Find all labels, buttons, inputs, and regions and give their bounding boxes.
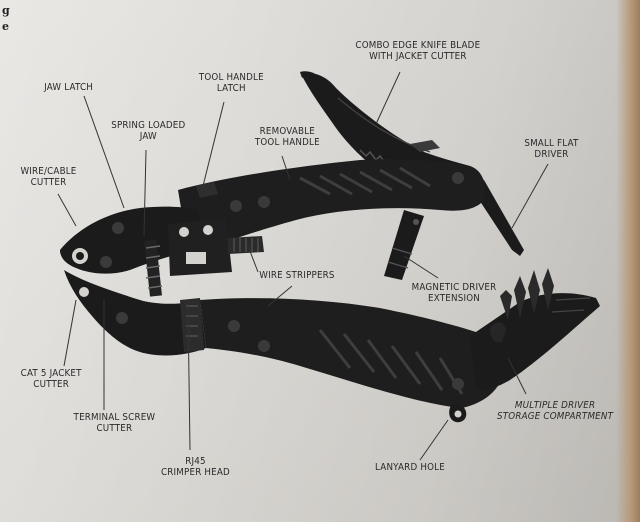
label-combo-edge-knife-blade: COMBO EDGE KNIFE BLADE WITH JACKET CUTTE…	[355, 40, 481, 62]
leader-cat5	[63, 299, 77, 367]
leader-combo-edge	[375, 71, 401, 125]
leader-magnetic-driver	[403, 255, 439, 279]
lower-handle	[200, 298, 504, 423]
leader-lanyard-hole	[419, 419, 449, 461]
leader-storage	[507, 357, 527, 395]
margin-text-1: g	[2, 4, 10, 17]
background-edge	[616, 0, 640, 522]
leader-small-flat-driver	[511, 163, 549, 229]
leader-spring-loaded-jaw	[143, 149, 147, 237]
leader-jaw-latch	[83, 95, 125, 209]
label-wire-cable-cutter: WIRE/CABLE CUTTER	[20, 166, 77, 188]
label-spring-loaded-jaw: SPRING LOADED JAW	[111, 120, 186, 142]
driver-storage-compartment	[470, 268, 600, 390]
label-removable-tool-handle: REMOVABLE TOOL HANDLE	[254, 126, 320, 148]
margin-text-2: e	[2, 20, 9, 33]
label-tool-handle-latch: TOOL HANDLE LATCH	[198, 72, 264, 94]
wire-stripper-block	[168, 218, 264, 276]
spring	[144, 239, 163, 297]
leader-rj45	[187, 305, 191, 451]
magnetic-driver-extension	[384, 210, 424, 280]
label-rj45-crimper-head: RJ45 CRIMPER HEAD	[160, 456, 230, 478]
upper-handle	[178, 159, 486, 247]
label-lanyard-hole: LANYARD HOLE	[375, 462, 445, 473]
label-multiple-driver-storage: MULTIPLE DRIVER STORAGE COMPARTMENT	[497, 400, 614, 422]
leader-removable-tool-handle	[281, 155, 291, 181]
label-terminal-screw-cutter: TERMINAL SCREW CUTTER	[73, 412, 156, 434]
label-jaw-latch: JAW LATCH	[44, 82, 93, 93]
label-cat5-jacket-cutter: CAT 5 JACKET CUTTER	[20, 368, 82, 390]
leader-wire-strippers-lower	[267, 285, 293, 307]
label-magnetic-driver-extension: MAGNETIC DRIVER EXTENSION	[411, 282, 497, 304]
plier-lower-jaw	[64, 270, 206, 356]
label-wire-strippers: WIRE STRIPPERS	[259, 270, 335, 281]
leader-wire-cable-cutter	[57, 193, 77, 227]
leader-lines	[57, 71, 549, 461]
leader-wire-strippers	[247, 245, 259, 273]
leader-tool-handle-latch	[201, 101, 225, 191]
label-small-flat-driver: SMALL FLAT DRIVER	[524, 138, 579, 160]
